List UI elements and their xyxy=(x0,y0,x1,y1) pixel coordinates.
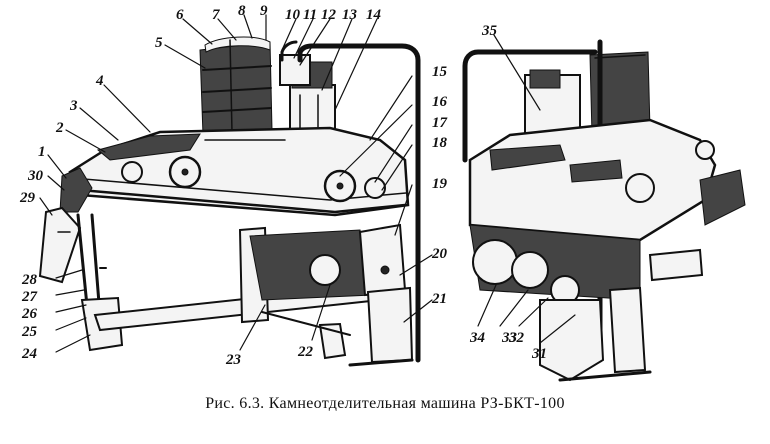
callout-13: 13 xyxy=(342,7,358,23)
callout-3: 3 xyxy=(69,98,78,114)
callout-35: 35 xyxy=(481,23,498,39)
callout-10: 10 xyxy=(285,7,301,23)
right-view xyxy=(462,39,746,382)
drive-unit xyxy=(279,54,336,146)
callout-28: 28 xyxy=(21,272,38,288)
callout-33: 33 xyxy=(501,330,518,346)
callout-5: 5 xyxy=(155,35,163,51)
callout-17: 17 xyxy=(432,115,448,131)
callout-18: 18 xyxy=(432,135,448,151)
hopper xyxy=(199,36,273,136)
callout-labels: 1 2 3 4 5 6 7 8 9 10 11 12 13 14 15 16 1… xyxy=(19,3,547,368)
callout-1: 1 xyxy=(38,144,46,160)
leader-lines xyxy=(39,14,576,353)
callout-11: 11 xyxy=(303,7,317,23)
callout-16: 16 xyxy=(432,94,448,110)
callout-7: 7 xyxy=(212,7,220,23)
callout-4: 4 xyxy=(95,73,104,89)
callout-22: 22 xyxy=(297,344,314,360)
callout-15: 15 xyxy=(432,64,448,80)
base-frame xyxy=(238,226,373,360)
machine-drawing: 1 2 3 4 5 6 7 8 9 10 11 12 13 14 15 16 1… xyxy=(19,3,746,382)
main-housing xyxy=(68,126,410,217)
callout-26: 26 xyxy=(21,306,38,322)
callout-23: 23 xyxy=(225,352,242,368)
callout-30: 30 xyxy=(27,168,44,184)
front-nose xyxy=(38,167,93,284)
callout-21: 21 xyxy=(431,291,447,307)
callout-29: 29 xyxy=(19,190,36,206)
callout-12: 12 xyxy=(321,7,337,23)
callout-27: 27 xyxy=(21,289,38,305)
callout-9: 9 xyxy=(260,3,268,19)
callout-14: 14 xyxy=(366,7,382,23)
callout-32: 32 xyxy=(508,330,525,346)
callout-2: 2 xyxy=(55,120,64,136)
callout-34: 34 xyxy=(469,330,486,346)
callout-31: 31 xyxy=(531,346,547,362)
callout-8: 8 xyxy=(238,3,246,19)
figure-caption: Рис. 6.3. Камнеотделительная машина РЗ-Б… xyxy=(205,395,565,412)
callout-20: 20 xyxy=(431,246,448,262)
callout-6: 6 xyxy=(176,7,184,23)
callout-25: 25 xyxy=(21,324,38,340)
left-view xyxy=(38,36,421,367)
callout-19: 19 xyxy=(432,176,448,192)
callout-24: 24 xyxy=(21,346,38,362)
right-legs xyxy=(348,223,414,367)
